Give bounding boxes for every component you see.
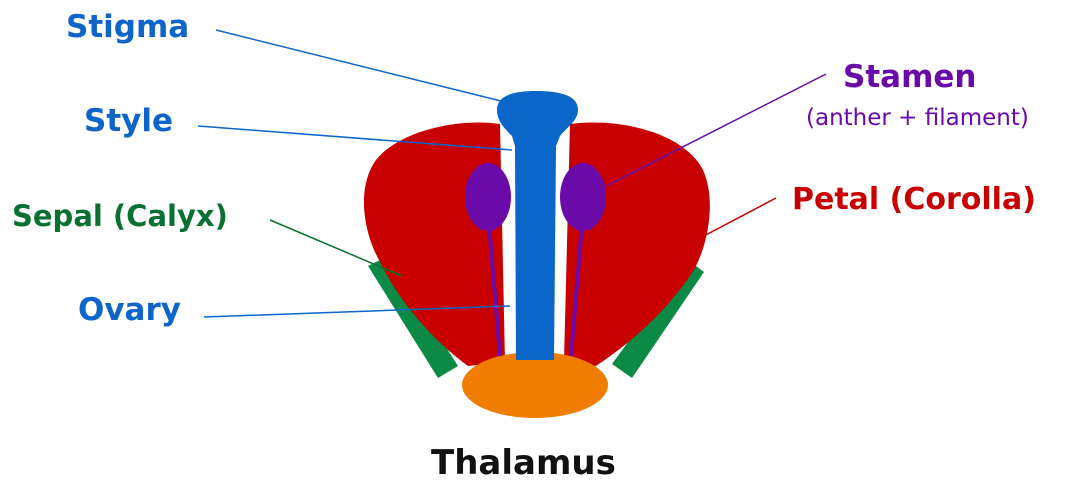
leader-petal [700, 198, 776, 238]
anther-left [465, 163, 511, 231]
petal-right [564, 123, 710, 366]
label-stamen: Stamen [843, 62, 976, 93]
leader-stigma [216, 30, 505, 102]
petal-left [364, 123, 505, 367]
label-ovary: Ovary [78, 295, 181, 326]
thalamus [462, 352, 608, 418]
anther-right [560, 163, 606, 231]
label-thalamus: Thalamus [431, 446, 616, 480]
label-style: Style [84, 106, 173, 137]
label-stamen-detail: (anther + filament) [806, 107, 1029, 130]
label-stigma: Stigma [66, 12, 189, 43]
label-petal: Petal (Corolla) [792, 185, 1036, 215]
label-sepal: Sepal (Calyx) [12, 202, 228, 231]
